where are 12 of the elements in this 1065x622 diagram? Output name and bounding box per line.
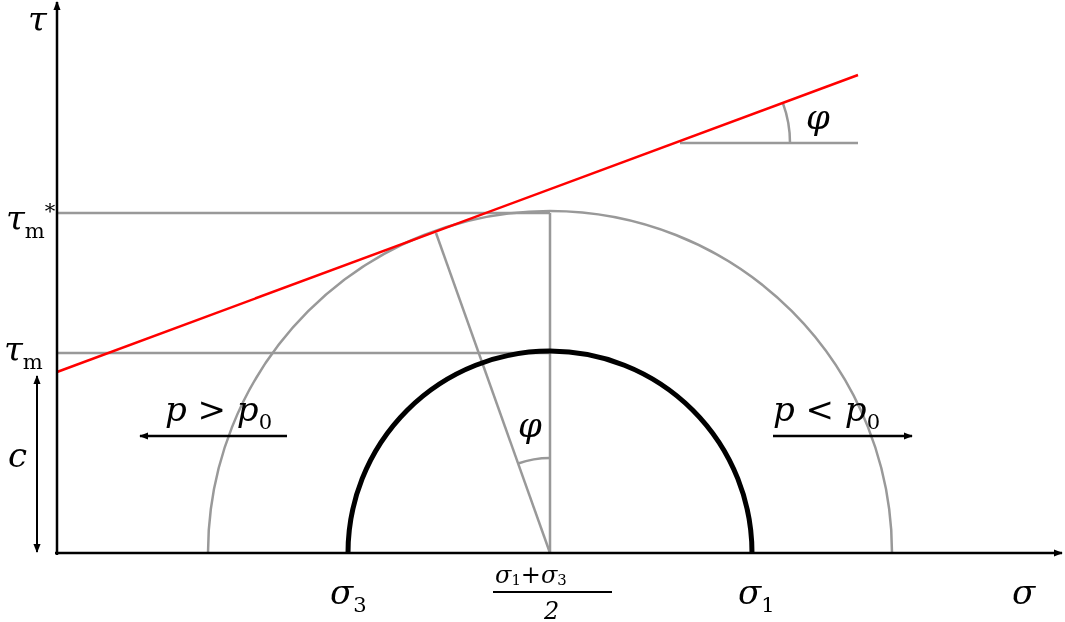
tick-label: σ$_{1}$+σ$_{3}$: [495, 560, 567, 592]
region-label: p < p$_{0}$: [773, 392, 881, 432]
dimension-label: c: [8, 438, 28, 472]
region-label: p > p$_{0}$: [165, 392, 273, 432]
tick-label: 2: [544, 596, 560, 622]
angle-label: φ: [518, 408, 542, 442]
axis-label: σ: [1012, 575, 1036, 609]
tick-label: σ$_{1}$: [738, 575, 775, 615]
axis-label: τ: [28, 2, 47, 36]
tick-label: σ$_{3}$: [330, 575, 367, 615]
tick-label: τ$_{m}$: [4, 332, 43, 372]
angle-label: φ: [806, 100, 830, 134]
